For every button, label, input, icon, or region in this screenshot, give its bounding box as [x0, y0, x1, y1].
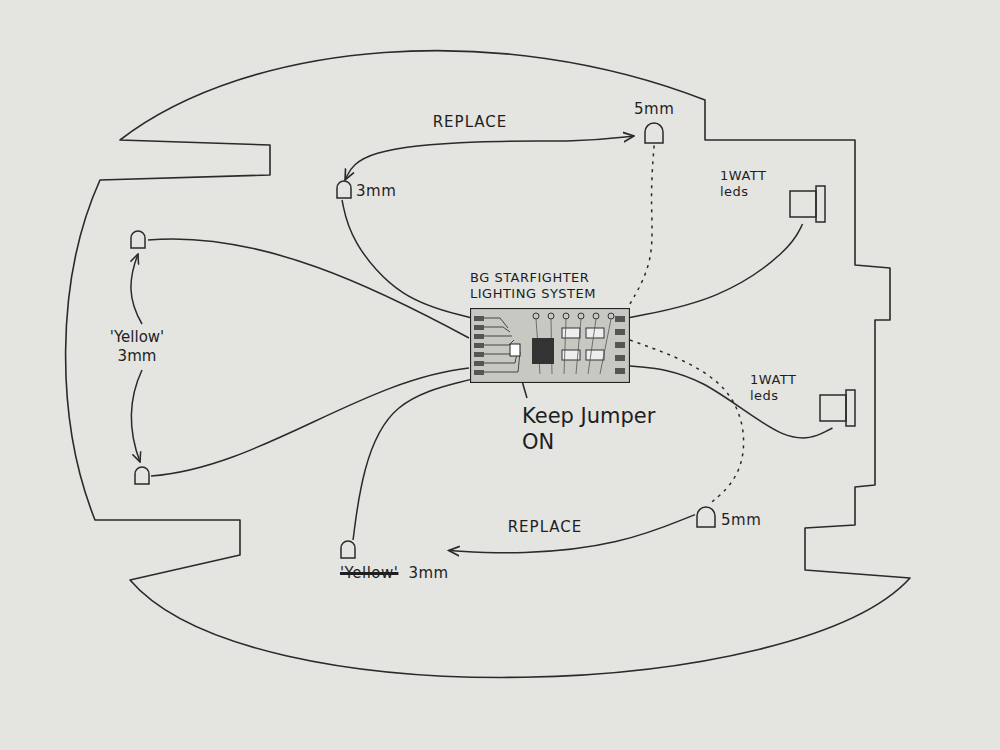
trace: [484, 336, 512, 337]
pad: [474, 361, 484, 366]
edge-label: REPLACE: [430, 113, 511, 131]
led-body: [697, 507, 715, 527]
led-body: [337, 181, 351, 198]
pad: [615, 355, 625, 361]
power-led: 1WATT leds: [750, 372, 860, 428]
resistor: [586, 328, 604, 338]
pad: [615, 316, 625, 322]
pad: [615, 329, 625, 335]
jumper: [510, 344, 520, 356]
led: 'Yellow' 3mm: [340, 540, 449, 582]
via: [593, 313, 599, 319]
led: 3mm: [336, 180, 396, 200]
pad: [474, 352, 484, 357]
wire: [630, 366, 833, 438]
power-led: 1WATT leds: [720, 168, 830, 224]
led-body: [341, 541, 355, 558]
power-led-symbol: [786, 184, 830, 224]
dashed-wire: [630, 145, 654, 304]
led-label: 1WATT leds: [750, 372, 808, 404]
led-size: 3mm: [356, 182, 396, 200]
via: [563, 313, 569, 319]
trace: [484, 327, 510, 332]
lighting-board: BG STARFIGHTER LIGHTING SYSTEM: [470, 270, 630, 383]
ship-outline: [66, 51, 910, 678]
led-label: 1WATT leds: [720, 168, 778, 200]
pointer-arrow: [131, 370, 142, 462]
led-flange: [846, 390, 855, 426]
chip: [532, 338, 554, 364]
led-body: [645, 123, 663, 143]
trace: [564, 319, 566, 374]
pad: [615, 342, 625, 348]
circuit-board: [470, 308, 630, 383]
led: 5mm: [634, 100, 674, 145]
board-label: BG STARFIGHTER LIGHTING SYSTEM: [470, 270, 630, 302]
resistor: [562, 328, 580, 338]
led-symbol: [695, 505, 717, 529]
led-size: 5mm: [721, 511, 761, 529]
note: Keep Jumper ON: [522, 403, 682, 455]
wire: [151, 368, 469, 476]
via: [578, 313, 584, 319]
led-body: [790, 191, 816, 217]
led-symbol: [340, 540, 356, 560]
wire: [342, 200, 470, 317]
yellow-led: [131, 231, 145, 248]
trace: [600, 319, 611, 374]
wire: [148, 239, 469, 338]
pad: [474, 316, 484, 321]
board-outline: [471, 309, 630, 383]
wire: [353, 380, 470, 540]
led-size: 'Yellow': [340, 564, 398, 582]
pointer-arrow: [131, 254, 142, 324]
led-body: [820, 395, 846, 421]
led-symbol: [643, 121, 665, 145]
via: [533, 313, 539, 319]
trace: [576, 319, 581, 374]
led: 5mm: [695, 505, 761, 529]
pad: [474, 334, 484, 339]
via: [548, 313, 554, 319]
pad: [474, 343, 484, 348]
replace-arrow: [345, 136, 634, 180]
led-note: 'Yellow' 3mm: [92, 328, 182, 366]
via: [608, 313, 614, 319]
pad: [474, 370, 484, 375]
yellow-led: [135, 467, 149, 484]
edge-label: REPLACE: [505, 518, 586, 536]
led-symbol: [336, 180, 352, 200]
wire: [630, 224, 803, 317]
resistor: [586, 350, 604, 360]
board-parts: [474, 313, 625, 375]
power-led-symbol: [816, 388, 860, 428]
led-size: 3mm: [408, 564, 448, 582]
trace: [588, 319, 596, 374]
replace-arrow: [449, 515, 695, 553]
pad: [474, 325, 484, 330]
pad: [615, 368, 625, 374]
led-size: 5mm: [634, 100, 674, 118]
led-flange: [816, 186, 825, 222]
